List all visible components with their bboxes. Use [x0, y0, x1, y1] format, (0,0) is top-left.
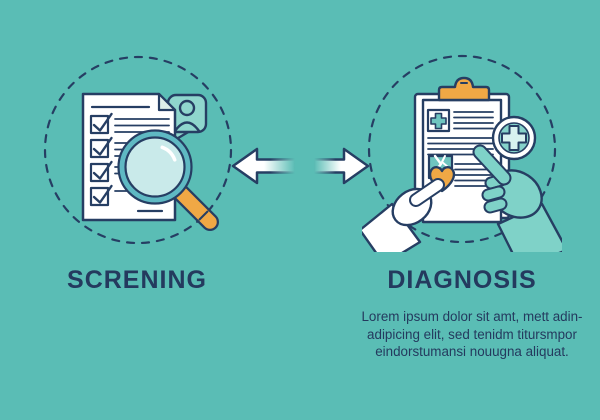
diagnosis-title: DIAGNOSIS	[387, 266, 537, 294]
arrow-left-icon	[231, 147, 297, 185]
plus-icon	[501, 125, 527, 151]
medical-cross-icon	[430, 112, 447, 130]
arrow-right-icon	[312, 147, 370, 185]
checkmark-icon	[92, 136, 113, 156]
holding-hand	[362, 178, 445, 252]
exchange-arrows	[231, 147, 370, 185]
pointing-hand	[472, 144, 562, 252]
diagnosis-illustration	[362, 54, 562, 252]
lens-highlight	[160, 145, 177, 162]
thumb	[411, 180, 443, 205]
magnifier-icon	[117, 129, 219, 231]
folded-corner	[157, 92, 177, 112]
screening-title: SCRENING	[67, 266, 207, 294]
description-line: eindorstumansi nouugna aliquat.	[375, 344, 569, 360]
medical-plus-badge	[491, 115, 537, 161]
index-finger	[474, 146, 510, 184]
screening-illustration	[43, 55, 233, 245]
description-line: adipicing elit, sed tenidm titursmpor	[367, 326, 577, 342]
dashed-circle-left	[43, 55, 233, 245]
clipboard-clip	[437, 76, 491, 102]
dashed-circle-right	[367, 54, 557, 244]
magnifier-handle	[174, 186, 217, 229]
clipboard	[413, 76, 511, 224]
checkmark-icon	[92, 184, 113, 204]
description-line: Lorem ipsum dolor sit amt, mett adin-	[361, 309, 583, 324]
checkmark-icon	[92, 112, 113, 132]
description-text: Lorem ipsum dolor sit amt, mett adin- ad…	[350, 308, 594, 361]
checkmark-icon	[92, 160, 113, 180]
crack-mark	[441, 155, 449, 168]
